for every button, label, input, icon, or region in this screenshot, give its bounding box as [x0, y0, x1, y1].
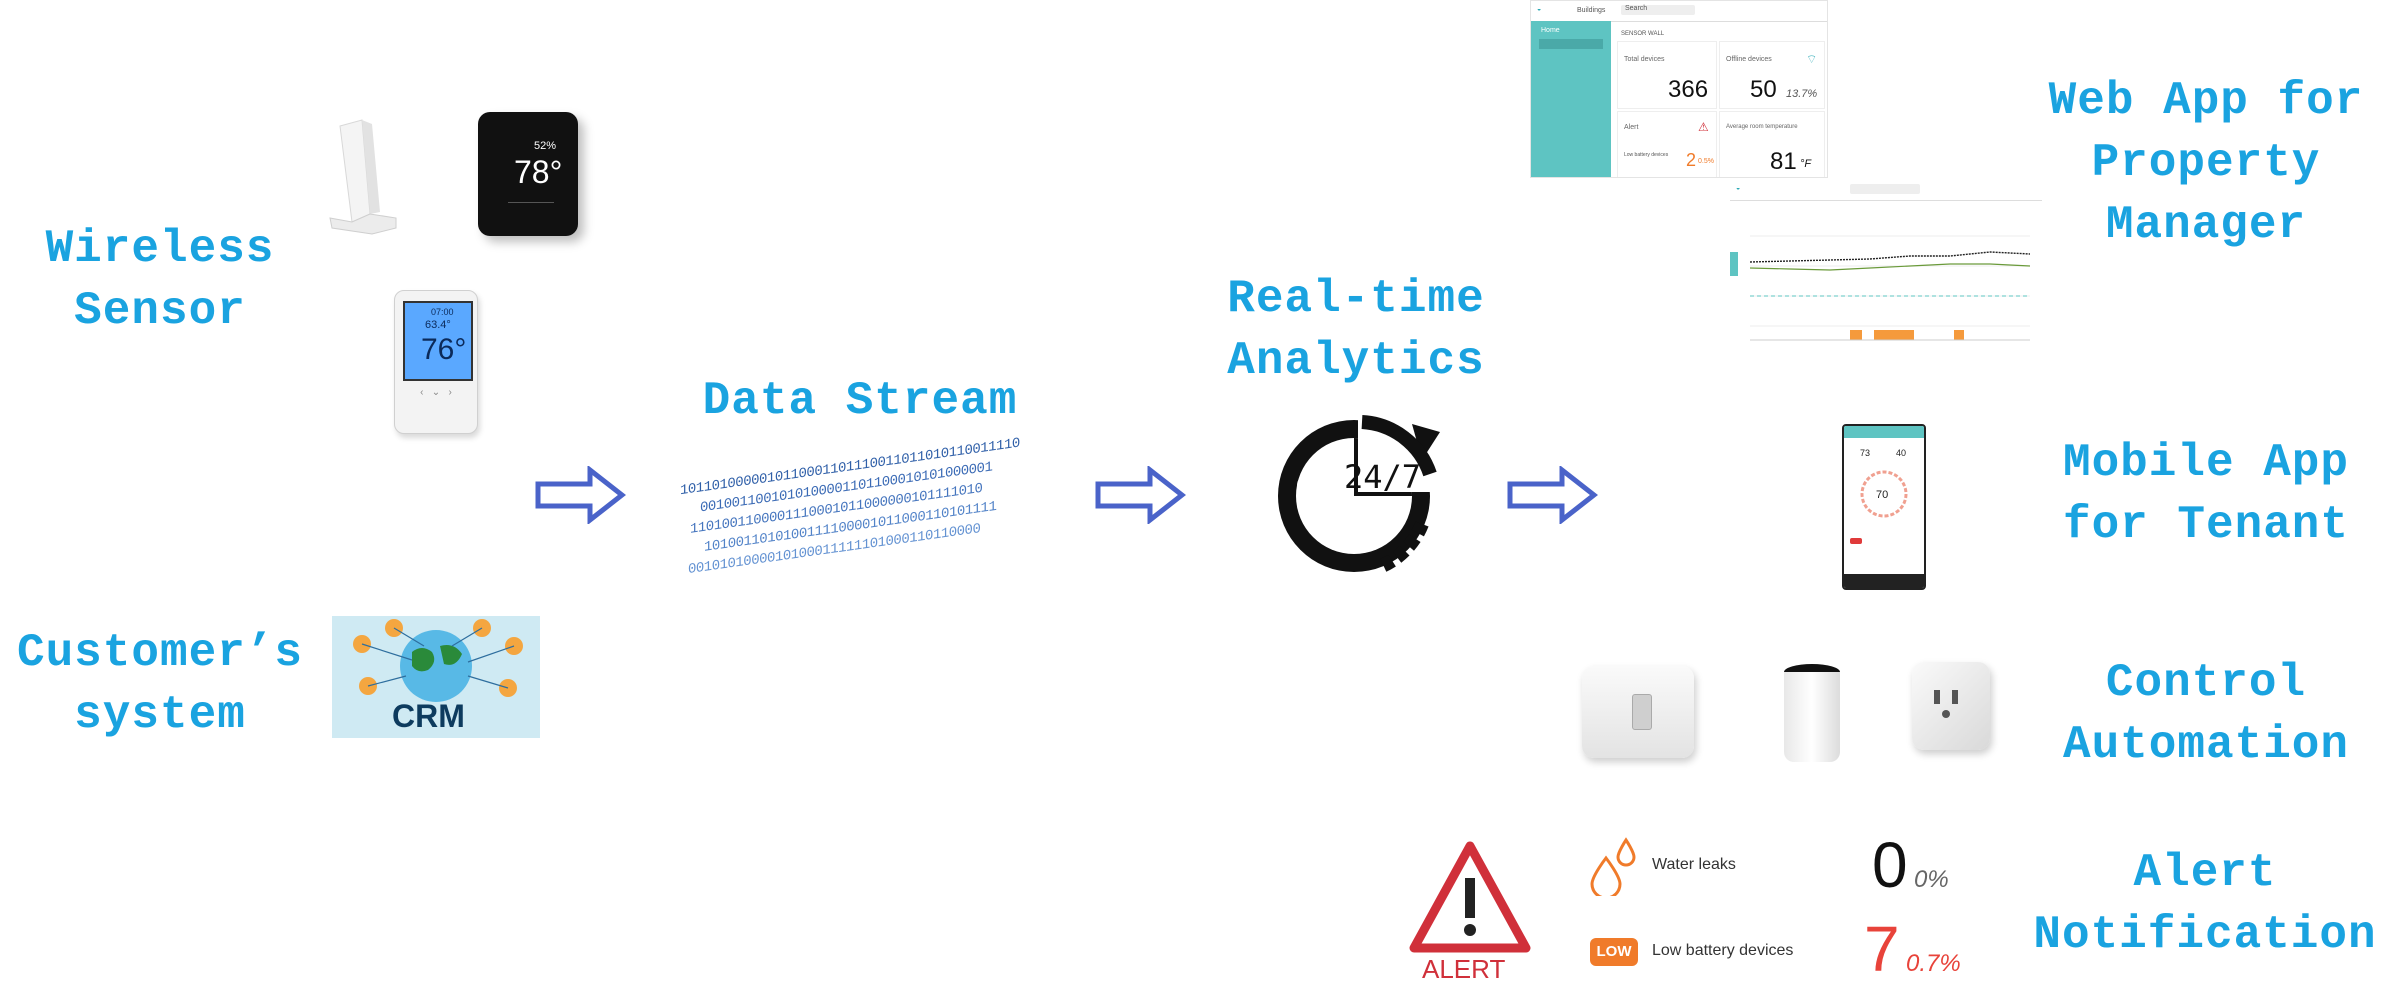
web-app-dashboard: ◒ Buildings Search Home SENSOR WALL Tota… [1530, 0, 1828, 178]
temperature-dial[interactable]: 70 [1858, 468, 1910, 520]
percent-symbol: % [1296, 472, 1332, 513]
section-title: SENSOR WALL [1621, 31, 1665, 37]
mobile-app-screen: 73 40 70 [1842, 424, 1926, 590]
mobile-app-header [1844, 426, 1924, 438]
wireless-sensor-label: Wireless Sensor [45, 223, 275, 337]
valve-body [1784, 672, 1840, 762]
plug-ground [1942, 710, 1950, 718]
sidebar: Home [1531, 21, 1611, 177]
handheld-buttons: ‹ ⌄ › [420, 387, 452, 398]
mobile-temp-right: 40 [1896, 448, 1907, 458]
handheld-screen: 07:00 63.4° 76° [403, 301, 473, 381]
crm-image: CRM [332, 616, 540, 738]
globe-network-icon [353, 619, 523, 702]
logo-icon: ◒ [1537, 6, 1542, 13]
web-app-label: Web App for Property Manager [2048, 75, 2364, 251]
search-input[interactable]: Search [1621, 5, 1695, 15]
pillar-sensor-image [329, 119, 397, 235]
binary-stream-graphic: 1011010000010110001101110011011010110011… [680, 433, 1040, 614]
card-total-devices: Total devices 366 [1617, 41, 1717, 109]
refresh-cycle-icon: % 24/7 [1278, 414, 1440, 573]
web-app-trend-chart: ◒ [1730, 180, 2042, 390]
plug-slot [1934, 690, 1940, 704]
switch-rocker [1632, 694, 1652, 730]
sidebar-title: Home [1541, 27, 1560, 34]
trend-chart-area [1730, 206, 2042, 386]
handheld-setpoint: 63.4° [425, 319, 451, 331]
wifi-icon: ⌔ [1806, 52, 1818, 66]
water-leaks-pct: 0% [1914, 866, 1949, 893]
low-battery-badge-text: LOW [1596, 943, 1632, 960]
low-battery-pct: 0.7% [1906, 950, 1961, 977]
control-automation-label: Control Automation [2062, 657, 2350, 771]
handheld-temp: 76° [421, 333, 467, 366]
thermostat-buttons [508, 202, 554, 213]
sidebar-item[interactable] [1539, 39, 1603, 49]
crm-text: CRM [392, 698, 465, 734]
data-stream-label: Data Stream [702, 375, 1018, 427]
analytics-24-7-text: 24/7 [1344, 458, 1421, 496]
handheld-thermostat-image: 07:00 63.4° 76° ‹ ⌄ › [394, 290, 478, 434]
card-offline-devices: Offline devices ⌔ 50 13.7% [1719, 41, 1825, 109]
customer-system-label: Customer’s system [16, 627, 304, 741]
arrow-right-icon [1095, 466, 1186, 524]
mobile-red-button[interactable] [1850, 538, 1862, 544]
smart-valve-image [1784, 664, 1840, 762]
mobile-app-label: Mobile App for Tenant [2062, 437, 2350, 551]
low-battery-icon: LOW [1590, 938, 1638, 966]
low-battery-value: 7 [1864, 913, 1900, 985]
logo-icon: ◒ [1736, 185, 1741, 192]
mobile-temp-left: 73 [1860, 448, 1871, 458]
nav-buildings[interactable]: Buildings [1577, 7, 1606, 14]
dial-value: 70 [1876, 489, 1888, 501]
realtime-analytics-label: Real-time Analytics [1227, 273, 1485, 387]
alert-sign-text: ALERT [1422, 954, 1505, 984]
plug-slot [1952, 690, 1958, 704]
arrow-right-icon [535, 466, 626, 524]
warning-triangle-icon: ALERT [1409, 841, 1531, 984]
low-battery-badge: Low battery devices [1624, 152, 1669, 158]
thermostat-humidity: 52% [534, 140, 557, 152]
warning-triangle-icon: ⚠ [1698, 120, 1709, 134]
low-battery-label: Low battery devices [1652, 942, 1794, 959]
black-thermostat-image: 52% 78° [478, 112, 578, 236]
card-avg-temp: Average room temperature 81 °F [1719, 111, 1825, 177]
web-app-topbar: ◒ Buildings Search [1531, 1, 1827, 22]
smart-plug-image [1912, 662, 1990, 750]
water-drop-icon [1590, 837, 1636, 896]
trend-topbar: ◒ [1730, 180, 2042, 201]
arrow-right-icon [1507, 466, 1598, 524]
alert-notification-label: Alert Notification [2033, 847, 2377, 961]
card-alert: Alert ⚠ Low battery devices 2 0.5% [1617, 111, 1717, 177]
smart-switch-image [1582, 666, 1694, 758]
search-input[interactable] [1850, 184, 1920, 194]
handheld-time: 07:00 [431, 307, 454, 317]
mobile-bottom-bar [1844, 574, 1924, 588]
thermostat-temp: 78° [514, 154, 563, 190]
water-leaks-label: Water leaks [1652, 856, 1736, 873]
water-leaks-value: 0 [1872, 829, 1908, 901]
